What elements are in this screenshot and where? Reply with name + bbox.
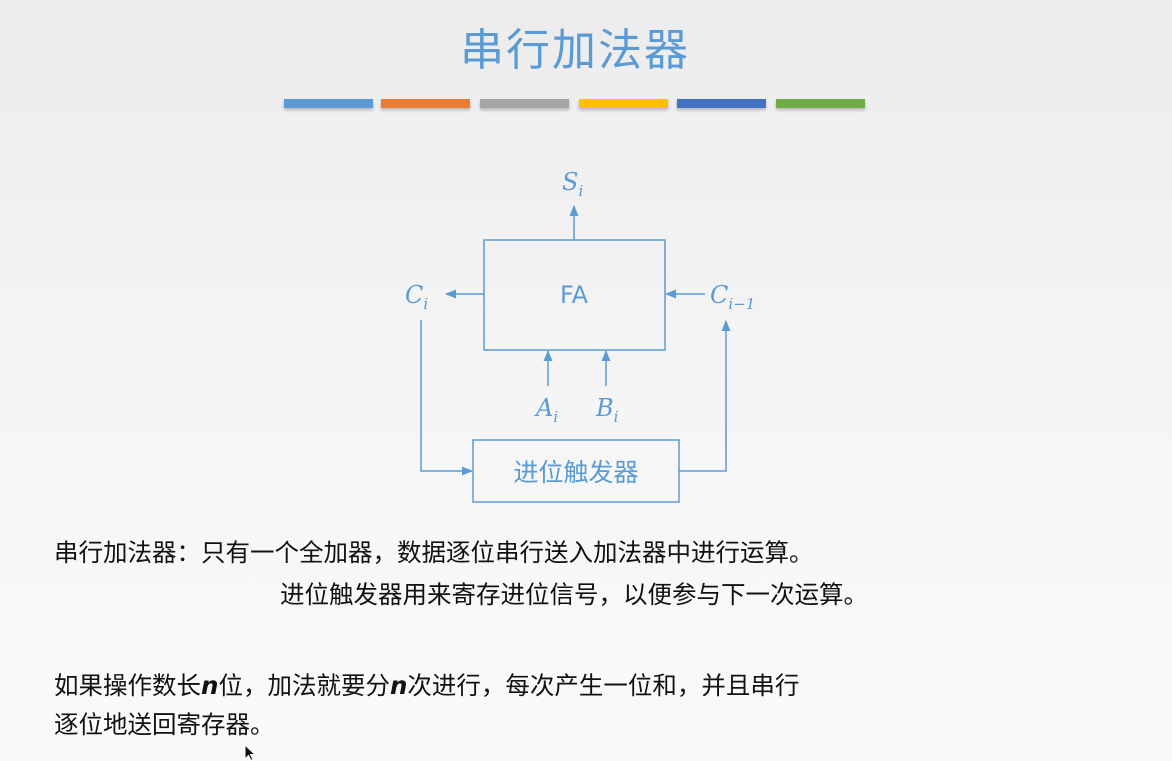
description-line-3-part-1: 如果操作数长 [54, 671, 201, 700]
carry-input-label: Ci−1 [710, 281, 755, 313]
carry-output-label: Ci [405, 281, 428, 313]
diagram-lines [420, 205, 731, 503]
carry-input-sub: i−1 [728, 295, 755, 313]
b-input-sub: i [614, 408, 619, 426]
sum-output-base: S [562, 168, 578, 196]
color-bar-segment [284, 99, 373, 108]
description-line-3-part-2: 位，加法就要分 [218, 671, 390, 700]
sum-output-label: Si [562, 168, 583, 200]
sum-output-sub: i [578, 182, 583, 200]
color-bar-segment [381, 99, 470, 108]
flipflop-label: 进位触发器 [513, 458, 638, 487]
mouse-cursor-icon [244, 744, 257, 761]
fa-label: FA [560, 281, 589, 309]
color-bar-segment [677, 99, 766, 108]
carry-to-flipflop-path [420, 320, 473, 476]
carry-output-sub: i [423, 295, 428, 313]
carry-input-base: C [710, 281, 728, 309]
title-color-bar [284, 99, 884, 109]
variable-n: n [201, 671, 219, 700]
a-input-label: Ai [534, 394, 558, 426]
color-bar-segment [579, 99, 668, 108]
variable-n: n [389, 671, 408, 700]
b-input-base: B [595, 394, 614, 422]
description-line-1: 串行加法器：只有一个全加器，数据逐位串行送入加法器中进行运算。 [54, 538, 814, 567]
color-bar-segment [776, 99, 865, 108]
a-input-sub: i [553, 408, 558, 426]
description-line-3-part-3: 次进行，每次产生一位和，并且串行 [407, 671, 800, 700]
b-input-label: Bi [595, 394, 619, 426]
description-line-2: 进位触发器用来寄存进位信号，以便参与下一次运算。 [280, 580, 868, 609]
slide-title: 串行加法器 [460, 25, 690, 76]
a-input-base: A [534, 394, 553, 422]
color-bar-segment [480, 99, 569, 108]
description-line-3: 如果操作数长n位，加法就要分n次进行，每次产生一位和，并且串行 [54, 669, 799, 703]
description-line-4: 逐位地送回寄存器。 [54, 710, 275, 739]
flipflop-to-carry-in-path [679, 320, 731, 472]
carry-output-base: C [405, 281, 423, 309]
